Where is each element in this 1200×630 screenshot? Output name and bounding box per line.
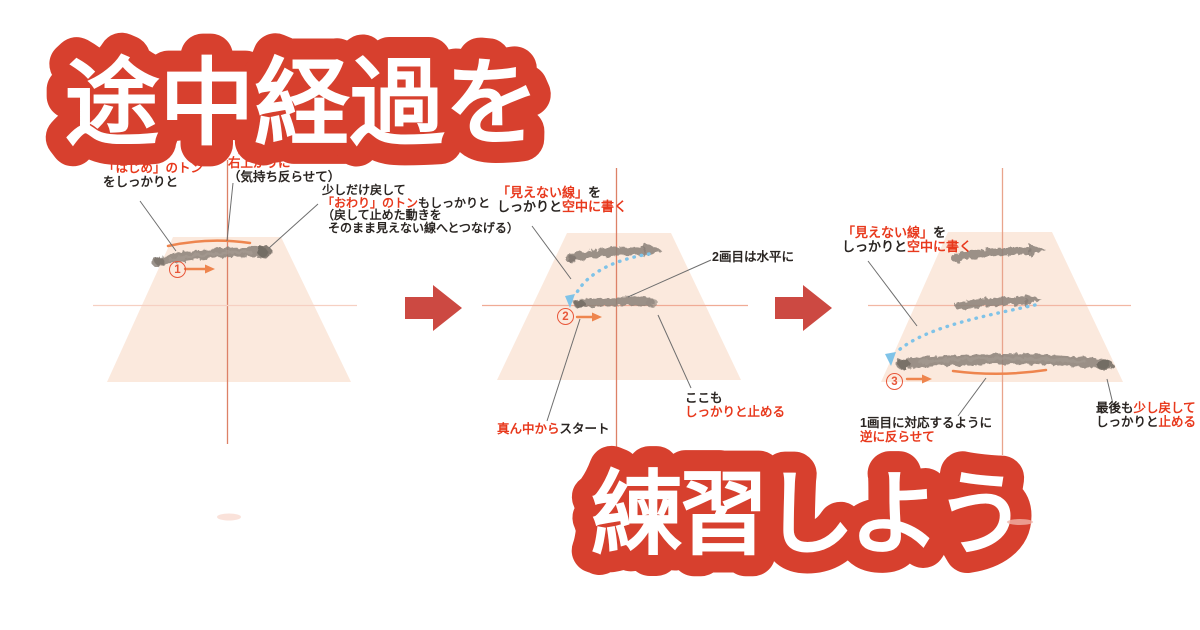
panel-3-stroke-2 (955, 296, 1028, 310)
leader-line (627, 259, 712, 298)
note-invisible-line-p3: 「見えない線」を しっかりと空中に書く (842, 225, 973, 255)
panel-2-paper (497, 233, 741, 380)
panel-3-invisible-line-arrowhead-icon (885, 352, 896, 366)
panel-3-invisible-line-dotted (897, 303, 1037, 352)
panel-2-invisible-line-dotted (574, 252, 651, 296)
note-segment: 少し戻して (1133, 401, 1196, 415)
note-reverse-warp: 1画目に対応するように 逆に反らせて (860, 416, 992, 445)
panel-3-stroke-3-end-ton (1097, 359, 1113, 371)
note-segment: スタート (559, 422, 610, 436)
leader-line (1106, 378, 1114, 405)
panel-3-reverse-warp-arc (951, 368, 1048, 375)
note-line: 1画目に対応するように (860, 416, 992, 430)
leader-line (226, 182, 234, 242)
note-line: 「はじめ」のトン (103, 161, 204, 175)
stroke-direction-arrows (183, 264, 932, 384)
note-line: そのまま見えない線へとつなげる） (328, 221, 519, 236)
note-segment: 「おわり」のトン (322, 195, 419, 210)
step-2-badge: 2 (557, 308, 574, 325)
note-line: 逆に反らせて (860, 429, 935, 444)
note-invisible-line-p2: 「見えない線」を しっかりと空中に書く (497, 185, 628, 215)
leader-line (531, 225, 572, 280)
note-line: しっかりと止める (685, 404, 786, 419)
note-line: 右上がりに (228, 155, 291, 170)
next-step-arrow-icon (775, 285, 832, 331)
faint-smudge (1007, 519, 1033, 525)
note-line: 2画目は水平に (712, 250, 794, 264)
faint-smudge (217, 513, 241, 521)
note-line: をしっかりと (103, 174, 179, 189)
panel-1-paper (107, 237, 351, 382)
note-segment: 「見えない線」 (842, 225, 934, 240)
panel-2-stroke-2-start-ton (575, 299, 585, 309)
panel-3-stroke-3-start-ton (898, 359, 910, 369)
step-3-badge: 3 (886, 373, 903, 390)
note-line: 少しだけ戻して (322, 183, 406, 197)
panel-3-stroke-3-highlight (918, 356, 1087, 364)
panel-2-direction-arrowhead-icon (592, 312, 602, 322)
step-number: 2 (562, 310, 569, 323)
note-segment: 止める (1158, 414, 1197, 429)
panel-1-warp-arc (166, 239, 252, 248)
note-migiagari: 少しだけ 右上がりに （気持ち反らせて） (228, 142, 341, 184)
panel-2-stroke-2-end (646, 298, 658, 308)
panel-1-stroke-1-end-ton (257, 246, 273, 258)
note-segment: しっかりと (497, 199, 563, 215)
leader-line (657, 314, 692, 389)
step-number: 1 (174, 263, 181, 276)
leader-line (957, 377, 987, 417)
panel-1-direction-arrowhead-icon (205, 264, 215, 274)
step-number: 3 (891, 375, 898, 388)
panel-2-invisible-line-arrowhead-icon (565, 294, 575, 308)
leader-line (268, 203, 319, 249)
note-second-stroke-horizontal: 2画目は水平に (712, 250, 794, 265)
note-line: 少しだけ (238, 142, 289, 156)
panel-1-stroke-1-start-ton (154, 257, 164, 265)
note-segment: 空中に書く (907, 239, 973, 255)
note-hajime-ton: 「はじめ」のトン をしっかりと (103, 161, 204, 190)
note-segment: 「見えない線」 (497, 185, 589, 200)
leader-line (546, 318, 581, 422)
panel-3-stroke-2-arrowhead (1025, 294, 1042, 307)
note-segment: 最後も (1096, 401, 1134, 415)
note-line: （戻して止めた動きを (322, 208, 442, 223)
panel-2-stroke-1-start-ton (567, 255, 577, 263)
note-line: （気持ち反らせて） (228, 169, 341, 184)
leader-lines (139, 182, 1114, 422)
note-line: ここも (685, 391, 723, 405)
panel-3-direction-arrowhead-icon (922, 374, 932, 384)
panel-3-stroke-1 (951, 246, 1032, 262)
leader-line (867, 260, 918, 327)
note-segment: 空中に書く (562, 199, 628, 215)
next-step-arrow-icon (405, 285, 462, 331)
panel-3-stroke-1-arrowhead (1029, 244, 1046, 257)
note-final-stop: 最後も少し戻して しっかりと止める (1096, 401, 1197, 430)
note-segment: を (933, 225, 947, 240)
panel-2-stroke-1 (565, 246, 647, 262)
panel-1-stroke-1-highlight (168, 250, 252, 262)
note-start-from-center: 真ん中からスタート (497, 422, 610, 437)
note-segment: を (588, 185, 602, 200)
note-segment: もしっかりと (418, 195, 491, 210)
note-segment: しっかりと (842, 239, 908, 255)
note-segment: 真ん中から (497, 422, 560, 436)
note-owari-ton: 少しだけ戻して 「おわり」のトンもしっかりと （戻して止めた動きを そのまま見え… (322, 184, 519, 235)
title-bottom: 練習しよう (591, 464, 1021, 566)
note-stop-firmly-p2: ここも しっかりと止める (685, 391, 786, 420)
step-1-badge: 1 (169, 261, 186, 278)
note-segment: しっかりと (1096, 414, 1159, 429)
leader-line (139, 200, 177, 252)
charcoal-strokes (151, 243, 1113, 371)
title-top: 途中経過を (64, 51, 539, 157)
